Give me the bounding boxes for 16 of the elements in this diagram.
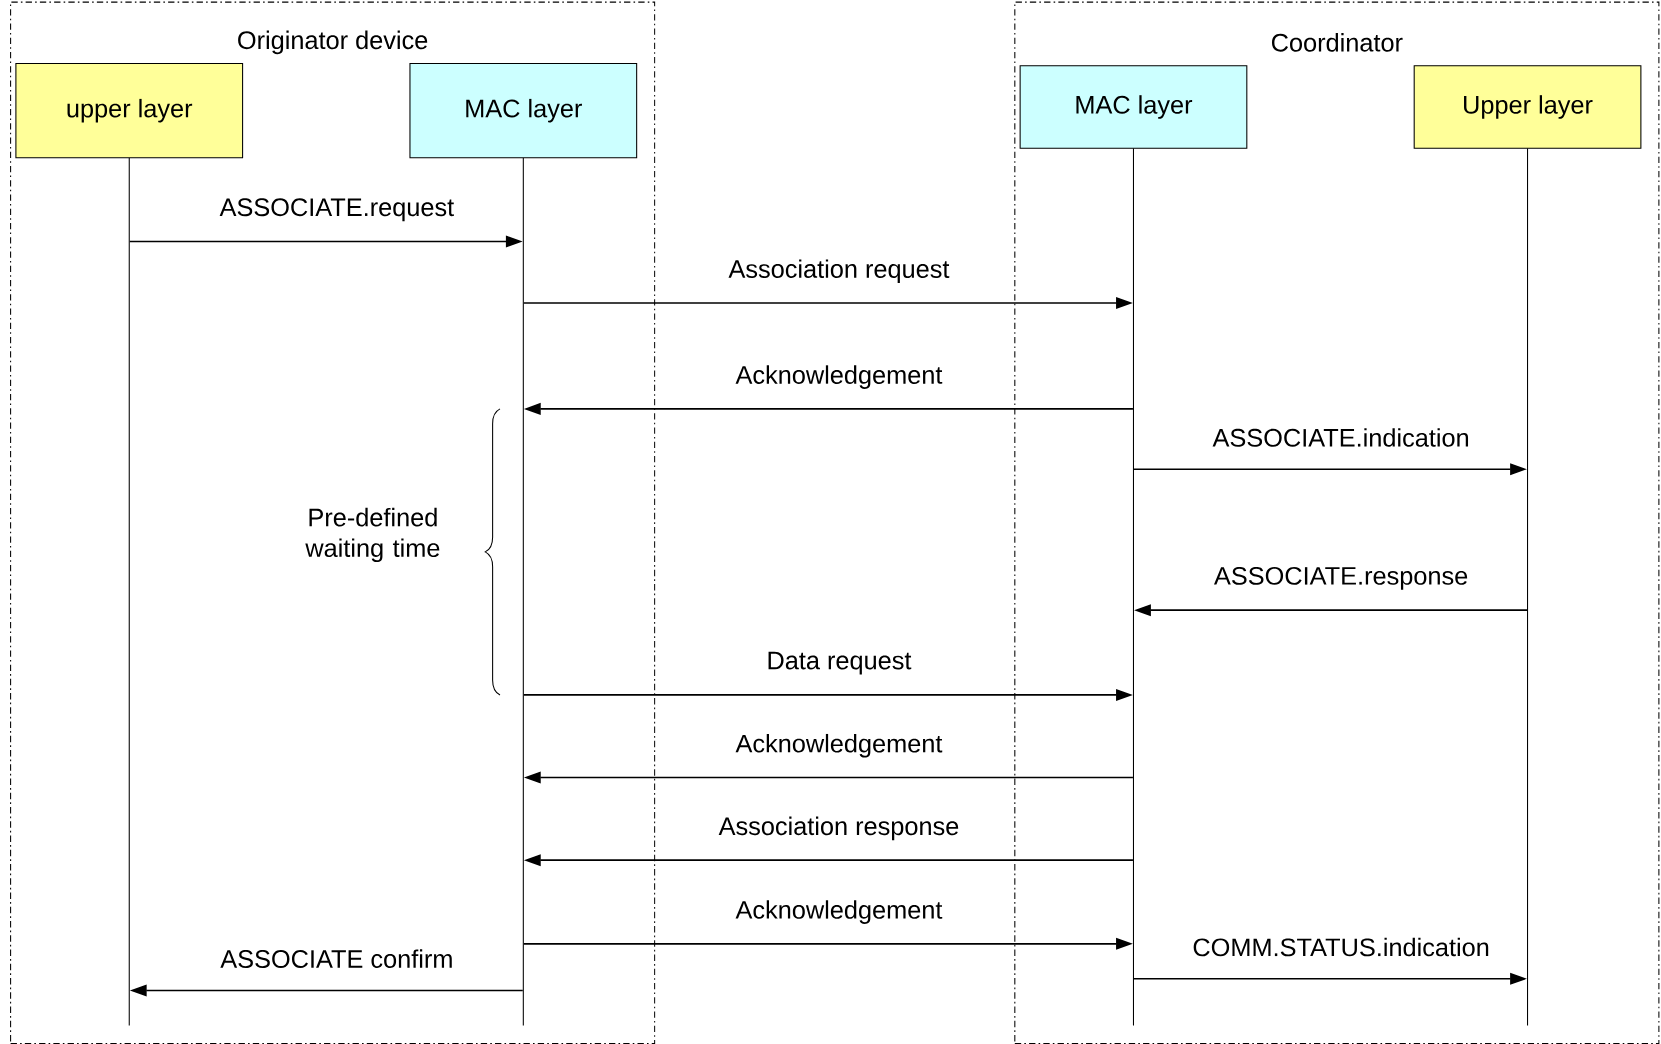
edge-label: Acknowledgement: [734, 364, 944, 390]
layer-box: Upper layer: [1413, 64, 1642, 149]
edge-label: Association request: [727, 258, 951, 284]
layer-box: MAC layer: [409, 62, 638, 159]
edge-label: ASSOCIATE.request: [218, 197, 456, 223]
edge-label: Acknowledgement: [734, 898, 944, 925]
edge-label: ASSOCIATE.response: [1212, 565, 1470, 591]
layer-box: MAC layer: [1019, 64, 1248, 149]
edge-label: Acknowledgement: [734, 732, 944, 759]
edge-label: COMM.STATUS.indication: [1191, 936, 1491, 958]
edge-label: ASSOCIATE confirm: [219, 948, 455, 969]
layer-box: upper layer: [15, 62, 244, 159]
bracket-label: Pre-defined waiting time: [305, 507, 440, 562]
edge-label: ASSOCIATE.indication: [1211, 426, 1471, 448]
edge-label: Data request: [765, 650, 913, 676]
edge-label: Association response: [717, 815, 961, 841]
